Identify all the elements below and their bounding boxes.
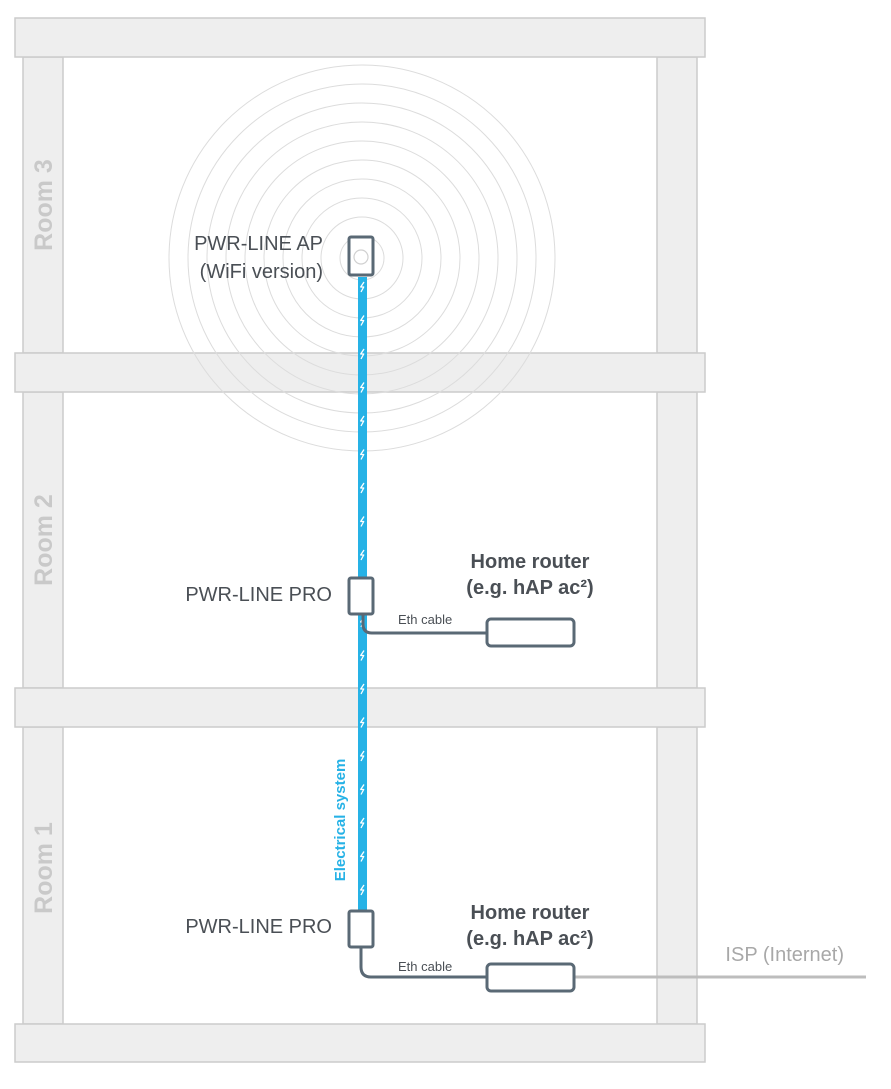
bolt-icon xyxy=(360,884,365,896)
eth-cable-room2 xyxy=(361,614,487,635)
bolt-icon xyxy=(360,382,365,393)
bolt-icon xyxy=(360,650,365,661)
roof-slab xyxy=(14,17,706,58)
bolt-icon xyxy=(360,717,365,728)
right-wall-room3 xyxy=(656,56,698,354)
pro-room1-label: PWR-LINE PRO xyxy=(185,916,332,938)
electrical-system-label: Electrical system xyxy=(332,759,349,882)
ground-slab xyxy=(14,1023,706,1063)
router-room1-label-line1: Home router xyxy=(471,902,590,924)
bolt-icon xyxy=(360,817,365,829)
home-router-room1-icon xyxy=(485,962,576,993)
router-room2-label-line1: Home router xyxy=(471,551,590,573)
bolt-icon xyxy=(360,516,365,527)
right-wall-room1 xyxy=(656,726,698,1025)
home-router-room2-icon xyxy=(485,617,576,648)
bolt-icon xyxy=(360,851,365,862)
pro-room2-label: PWR-LINE PRO xyxy=(185,584,332,606)
room-label-1: Room 1 xyxy=(30,822,58,914)
router-room2-label-line2: (e.g. hAP ac²) xyxy=(466,577,593,599)
pwr-line-pro-room1-device-icon xyxy=(347,909,375,949)
left-wall-room3 xyxy=(22,56,64,354)
eth-cable-room1 xyxy=(359,947,487,979)
bolt-icon xyxy=(360,449,365,460)
eth-cable-label-room2: Eth cable xyxy=(398,612,452,627)
ap-label-line1: PWR-LINE AP xyxy=(194,233,323,255)
right-wall-room2 xyxy=(656,391,698,689)
bolt-icon xyxy=(360,750,365,762)
router-room1-label-line2: (e.g. hAP ac²) xyxy=(466,928,593,950)
bolt-icon xyxy=(360,683,365,695)
pwr-line-ap-device-icon xyxy=(347,235,375,277)
bolt-icon xyxy=(360,415,365,427)
bolt-icon xyxy=(360,482,365,494)
pwr-line-pro-room2-device-icon xyxy=(347,576,375,616)
bolt-icon xyxy=(360,784,365,795)
room-label-2: Room 2 xyxy=(30,494,58,586)
bolt-icon xyxy=(360,549,365,561)
eth-cable-label-room1: Eth cable xyxy=(398,959,452,974)
room-label-3: Room 3 xyxy=(30,159,58,251)
bolt-icon xyxy=(360,315,365,326)
bolt-icon xyxy=(360,348,365,360)
building-structure xyxy=(14,17,706,1063)
ap-label-line2: (WiFi version) xyxy=(200,261,323,283)
isp-label: ISP (Internet) xyxy=(725,944,844,966)
bolt-icon xyxy=(360,281,365,293)
